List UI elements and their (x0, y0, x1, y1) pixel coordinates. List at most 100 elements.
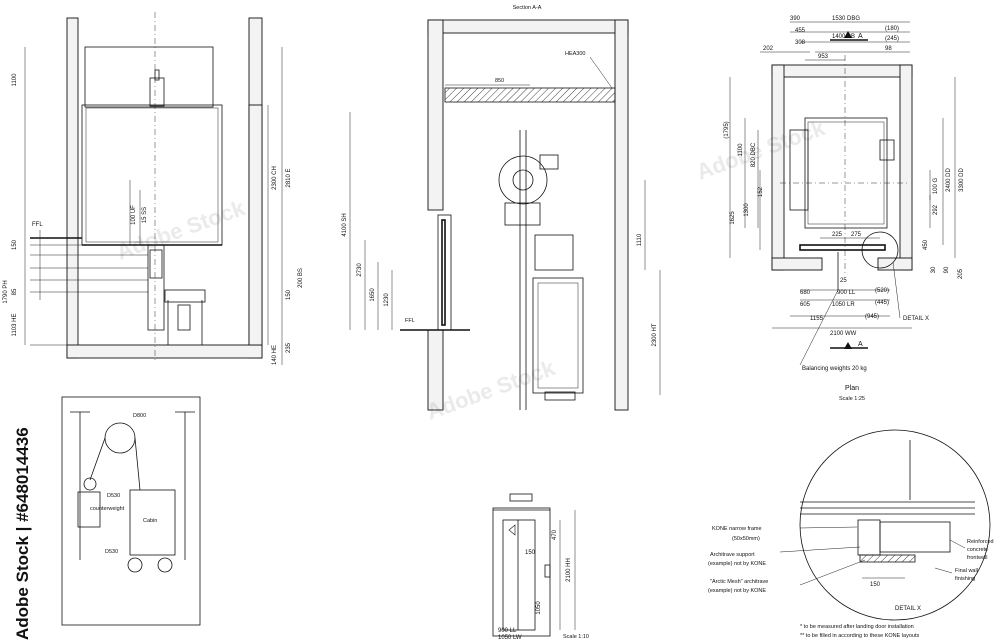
plan-dim-lr: 1050 LR (832, 302, 855, 308)
plan-dim-225: 225 (832, 232, 843, 238)
section-view: Section A-A HEA300 850 FFL 41 (342, 5, 661, 411)
plan-dim-152: 152 (758, 186, 764, 197)
detail-note-3: Architrave support (710, 552, 755, 558)
plan-dim-25: 25 (840, 278, 847, 284)
detail-view: 150 KONE narrow frame (50x50mm) Architra… (708, 429, 994, 639)
plan-dim-2400: 2400 DD (946, 167, 952, 191)
plan-dim-945: (945) (865, 314, 879, 320)
section-title: Section A-A (513, 5, 542, 11)
plan-dim-ww: 2100 WW (830, 331, 857, 337)
plan-dim-90: 90 (944, 266, 950, 273)
section-dim-ht: 2300 HT (652, 323, 658, 346)
plan-dim-1155: 1155 (810, 316, 824, 322)
roping-d530a: D530 (107, 493, 120, 499)
elev-dim-ss: 15 SS (142, 207, 148, 223)
watermark-text-3: Adobe Stock (693, 115, 829, 185)
detail-note-r1: Reinforced (967, 539, 994, 545)
detail-note-5: "Arctic Mesh" architrave (710, 579, 768, 585)
plan-dim-202: 202 (763, 46, 774, 52)
plan-dim-180: (180) (885, 26, 899, 32)
plan-dim-1795: (1795) (724, 121, 730, 138)
elev-dim-ch: 2300 CH (272, 166, 278, 190)
plan-dim-205: 205 (958, 268, 964, 279)
plan-dim-308: 308 (795, 40, 806, 46)
door-dim-hh: 2100 HH (566, 558, 572, 582)
roping-view: D800 D530 D530 counterweight Cabin (61, 396, 201, 626)
roping-cabin: Cabin (143, 518, 157, 524)
plan-dim-245: (245) (885, 36, 899, 42)
elev-dim-uf: 100 UF (131, 205, 137, 225)
plan-detail-label: DETAIL X (903, 316, 929, 322)
section-dim-850: 850 (495, 78, 504, 84)
plan-dim-g: 100 G (933, 178, 939, 195)
plan-marker-bottom: A (858, 341, 863, 348)
section-dim-1650: 1650 (370, 288, 376, 302)
section-dim-1230: 1230 (384, 293, 390, 307)
plan-dim-450: 450 (923, 239, 929, 250)
elev-ffl: FFL (32, 222, 43, 228)
plan-dim-dbc: 820 DBC (751, 142, 757, 167)
plan-dim-ll: 900 LL (837, 290, 856, 296)
detail-note-1: KONE narrow frame (712, 526, 762, 532)
door-dim-ll: 900 LL (498, 628, 517, 634)
elev-dim-e: 2810 E (286, 168, 292, 187)
door-dim-1050: 1050 (536, 601, 542, 615)
plan-balancing: Balancing weights 20 kg (802, 366, 867, 372)
plan-dim-30: 30 (931, 266, 937, 273)
door-dim-150: 150 (525, 550, 536, 556)
plan-dim-680: 680 (800, 290, 811, 296)
elev-dim-1100: 1100 (12, 73, 18, 87)
plan-dim-953: 953 (818, 54, 829, 60)
plan-dim-98: 98 (885, 46, 892, 52)
section-dim-2730: 2730 (357, 263, 363, 277)
plan-dim-390: 390 (790, 16, 801, 22)
elevation-view: 1100 150 1790 PH 85 1103 HE 2300 CH 2810… (3, 12, 304, 365)
detail-note-r2: concrete (967, 547, 988, 553)
detail-note-6: (example) not by KONE (708, 588, 766, 594)
roping-d530b: D530 (105, 549, 118, 555)
plan-dim-455: 455 (795, 28, 806, 34)
watermark: Adobe Stock Adobe Stock Adobe Stock (113, 115, 829, 425)
plan-dim-445: (445) (875, 300, 889, 306)
detail-note-r4: Final wall (955, 568, 978, 574)
plan-view: 390 1530 DBG (180) 455 1400 BB (245) 308… (724, 16, 965, 402)
plan-scale: Scale 1:25 (839, 396, 865, 402)
door-view: 470 150 2100 HH 1050 900 LL 1050 LW Scal… (492, 493, 589, 641)
door-dim-470: 470 (552, 529, 558, 540)
plan-dim-605: 605 (800, 302, 811, 308)
section-ffl: FFL (405, 318, 415, 324)
plan-dim-292: 292 (933, 204, 939, 215)
plan-dim-520: (520) (875, 288, 889, 294)
section-dim-1110: 1110 (637, 233, 643, 246)
plan-dim-bb: 1400 BB (832, 34, 855, 40)
elev-dim-bs: 200 BS (298, 268, 304, 288)
plan-dim-1100: 1100 (738, 143, 744, 157)
plan-title: Plan (845, 385, 859, 392)
plan-dim-1625: 1625 (730, 211, 736, 225)
detail-label: DETAIL X (895, 606, 921, 612)
elev-dim-ph: 1790 PH (3, 280, 9, 303)
roping-counterweight: counterweight (90, 506, 125, 512)
detail-dim-150: 150 (870, 582, 881, 588)
door-dim-lw: 1050 LW (498, 635, 522, 641)
elev-dim-150: 150 (12, 239, 18, 250)
stock-id: Adobe Stock | #648014436 (13, 427, 32, 640)
detail-footnote-1: * to be measured after landing door inst… (800, 624, 914, 630)
section-dim-sh: 4100 SH (342, 213, 348, 236)
detail-note-r5: finishing (955, 576, 975, 582)
elev-dim-235: 235 (286, 342, 292, 353)
elev-dim-he: 1103 HE (12, 314, 18, 337)
elev-dim-150b: 150 (286, 289, 292, 300)
plan-dim-1300: 1300 (744, 203, 750, 217)
watermark-text-2: Adobe Stock (423, 355, 559, 425)
roping-d800: D800 (133, 413, 146, 419)
detail-note-4: (example) not by KONE (708, 561, 766, 567)
door-scale: Scale 1:10 (563, 634, 589, 640)
plan-dim-275: 275 (851, 232, 862, 238)
plan-dim-3300: 3300 DD (959, 167, 965, 191)
detail-note-2: (50x50mm) (732, 536, 760, 542)
plan-dim-dbg: 1530 DBG (832, 16, 860, 22)
detail-footnote-2: ** to be filled in according to these KO… (800, 633, 919, 639)
elev-dim-140he: 140 HE (272, 345, 278, 365)
